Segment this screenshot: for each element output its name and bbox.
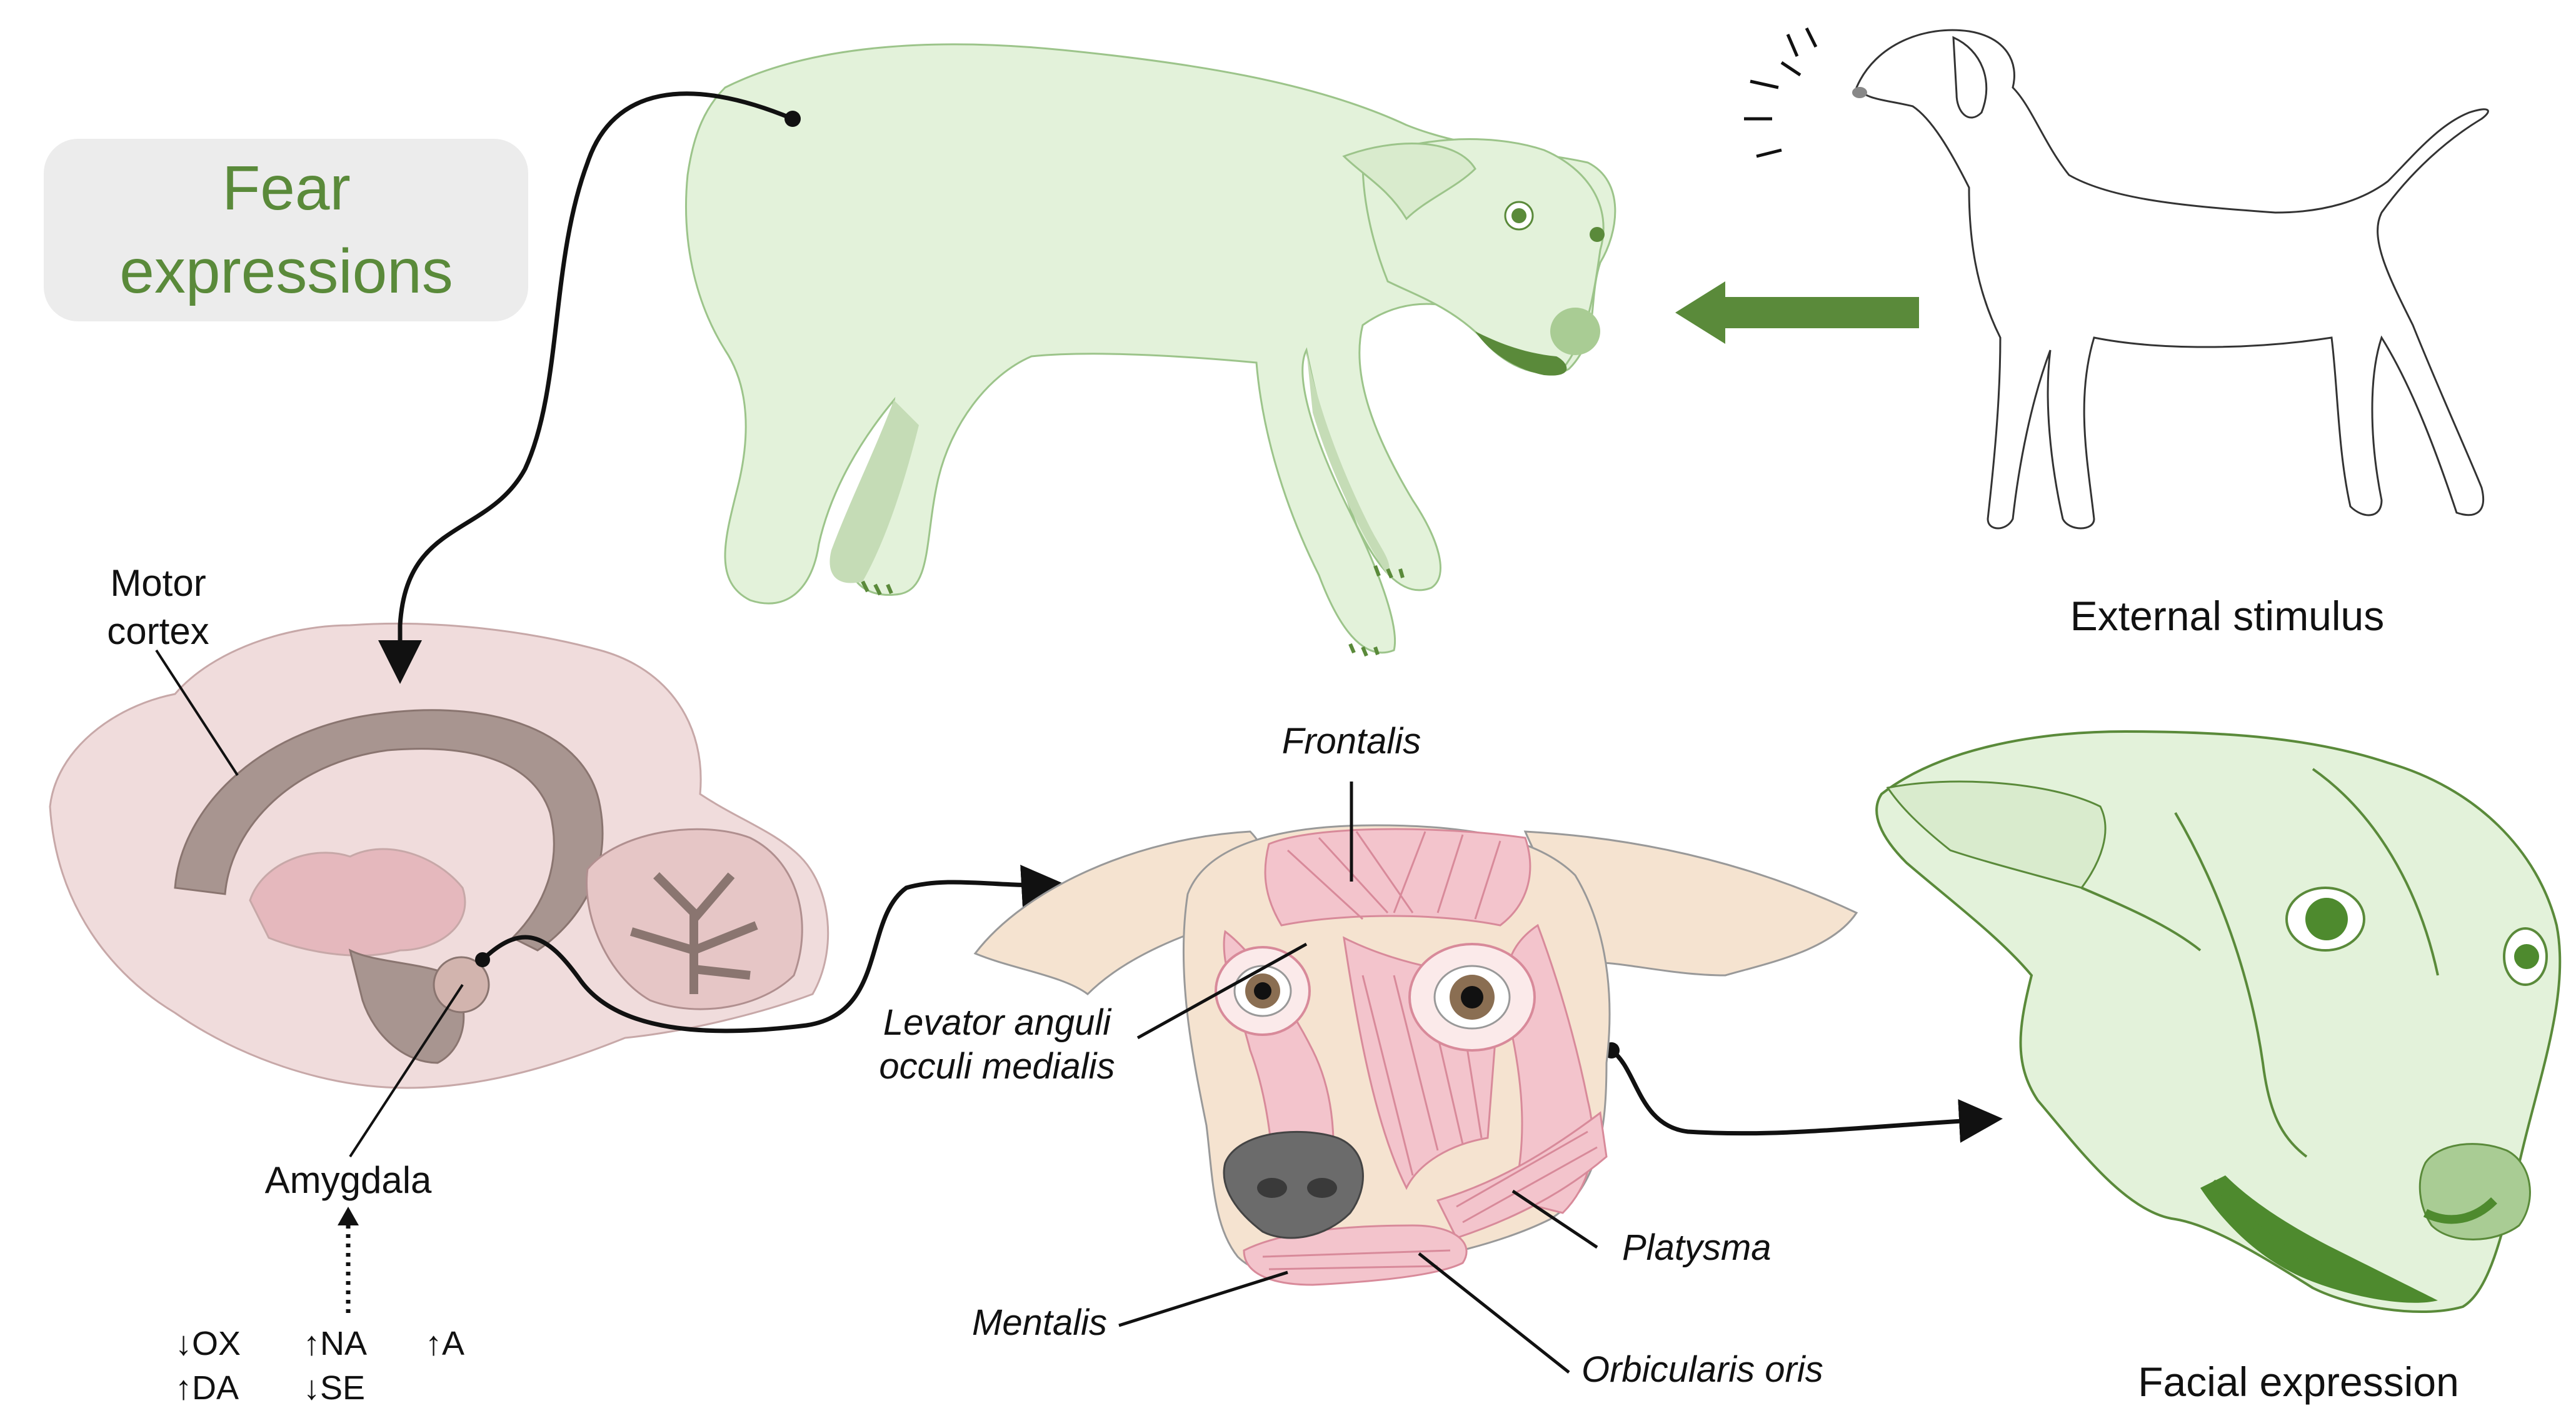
neurochemical-a: ↑A	[425, 1325, 464, 1362]
title-line-2: expressions	[119, 236, 453, 306]
motor-cortex-label-line-1: Motor	[110, 562, 206, 604]
stimulus-dog-outline	[1744, 27, 2489, 530]
platysma-pointer	[1511, 1189, 1598, 1249]
muscles-to-face-arrow	[1610, 1048, 2003, 1143]
neurochemical-na: ↑NA	[303, 1325, 367, 1362]
neurochemical-ox: ↓OX	[175, 1325, 241, 1362]
neurochemical-da: ↑DA	[175, 1369, 239, 1407]
facial-expression-illustration	[1875, 730, 2562, 1313]
brain-illustration	[49, 622, 829, 1158]
orbicularis-label: Orbicularis oris	[1581, 1349, 1823, 1390]
orbicularis-pointer	[1418, 1252, 1570, 1374]
levator-label-line-2: occuli medialis	[879, 1046, 1115, 1087]
title-line-1: Fear	[222, 153, 351, 223]
brain-to-muscles-arrow	[481, 865, 1065, 1033]
fearful-dog-illustration	[685, 43, 1616, 657]
neurochemical-dotted-arrow	[338, 1207, 359, 1313]
title-box: Fear expressions	[44, 139, 528, 321]
mentalis-label: Mentalis	[972, 1302, 1107, 1343]
mentalis-pointer	[1118, 1270, 1288, 1327]
facial-expression-label: Facial expression	[2138, 1359, 2459, 1405]
neurochemical-se: ↓SE	[303, 1369, 365, 1407]
platysma-label: Platysma	[1622, 1227, 1772, 1268]
stimulus-arrow	[1675, 281, 1919, 344]
amygdala-label: Amygdala	[265, 1159, 432, 1201]
frontalis-label: Frontalis	[1282, 721, 1421, 762]
levator-pointer	[1136, 942, 1308, 1040]
levator-label-line-1: Levator anguli	[883, 1002, 1112, 1043]
facial-muscles-illustration	[973, 824, 1858, 1286]
dog-to-brain-arrow	[378, 91, 794, 684]
motor-cortex-label-line-2: cortex	[107, 610, 209, 652]
external-stimulus-label: External stimulus	[2070, 593, 2385, 639]
